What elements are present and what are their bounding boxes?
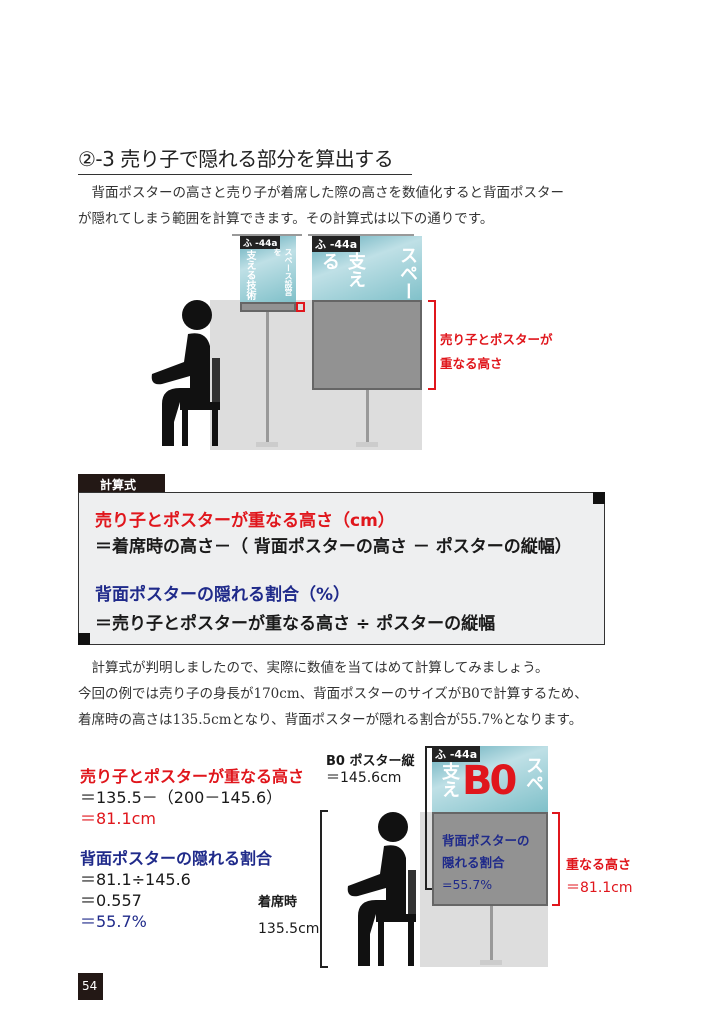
formula-line: 背面ポスターの隠れる割合（%） <box>95 585 351 605</box>
calc-title: 背面ポスターの隠れる割合 <box>80 849 273 868</box>
pole-base <box>480 960 502 965</box>
poster-text: 支え <box>439 762 460 798</box>
example-line: 計算式が判明しましたので、実際に数値を当てはめて計算してみましょう。 <box>78 660 549 676</box>
overlap-bracket <box>552 812 560 906</box>
label-line: =55.7% <box>442 877 493 892</box>
label-line: 背面ポスターの <box>442 833 530 848</box>
large-poster-overlap <box>312 300 422 390</box>
example-line: 着席時の高さは135.5cmとなり、背面ポスターが隠れる割合が55.7%となりま… <box>78 712 583 728</box>
small-poster-overlap <box>240 302 296 312</box>
formula-label: 計算式 <box>78 474 165 493</box>
poster-text: 支える技術 <box>244 250 255 300</box>
poster-pole <box>266 312 269 444</box>
seated-person-icon <box>347 812 416 966</box>
figure-example-diagram: B0 ポスター縦 ＝145.6cm ふ -44a 支え スペ B0 背面ポスター… <box>250 742 650 972</box>
overlap-label: 売り子とポスターが 重なる高さ <box>440 328 553 376</box>
label-line: ＝145.6cm <box>326 770 402 786</box>
formula-line: ＝着席時の高さ－（ 背面ポスターの高さ － ポスターの縦幅） <box>95 537 572 557</box>
figure-overlap-diagram: ふ -44a 支える技術 スペース設営を ふ -44a 支える スペー 売り子と… <box>140 232 580 454</box>
overlay-label: 背面ポスターの 隠れる割合 =55.7% <box>442 830 530 896</box>
pole-base <box>356 442 378 447</box>
poster-text: スペース設営を <box>273 248 293 296</box>
section-title: ②-3 売り子で隠れる部分を算出する <box>78 143 412 175</box>
page-number: 54 <box>78 973 103 1000</box>
intro-line: が隠れてしまう範囲を計算できます。その計算式は以下の通りです。 <box>78 211 494 227</box>
calc-result: ＝81.1cm <box>80 809 157 828</box>
label-line: 重なる高さ <box>440 356 503 371</box>
poster-rod <box>308 234 414 236</box>
intro-line: 背面ポスターの高さと売り子が着席した際の高さを数値化すると背面ポスター <box>78 185 564 201</box>
b0-label: B0 <box>462 758 517 804</box>
label-line: B0 ポスター縦 <box>326 754 415 769</box>
large-poster: ふ -44a 支える スペー <box>312 236 422 302</box>
intro-text: 背面ポスターの高さと売り子が着席した際の高さを数値化すると背面ポスター が隠れて… <box>78 180 638 232</box>
calculation: 売り子とポスターが重なる高さ ＝135.5－（200－145.6） ＝81.1c… <box>80 766 304 932</box>
poster-height-bracket <box>425 746 433 890</box>
poster-tag: ふ -44a <box>312 236 361 252</box>
seated-height-bracket <box>320 810 328 968</box>
overlap-label: 重なる高さ ＝81.1cm <box>566 855 633 899</box>
poster-tag: ふ -44a <box>240 236 281 249</box>
calc-expr: ＝81.1÷145.6 <box>80 870 191 889</box>
label-line: 着席時 <box>258 895 298 910</box>
corner-mark <box>593 492 605 504</box>
label-line: 重なる高さ <box>566 858 632 873</box>
poster-tag: ふ -44a <box>432 746 481 762</box>
poster-text: 支える <box>319 252 366 288</box>
poster-text: スペ <box>523 756 544 792</box>
poster-pole <box>366 390 369 444</box>
calc-expr: ＝0.557 <box>80 891 142 910</box>
small-overlap-highlight <box>296 302 305 312</box>
corner-mark <box>78 633 90 645</box>
formula-box: 売り子とポスターが重なる高さ（cm） ＝着席時の高さ－（ 背面ポスターの高さ －… <box>78 492 605 645</box>
label-line: 隠れる割合 <box>442 855 505 870</box>
poster-text: スペー <box>397 246 418 300</box>
calc-result: ＝55.7% <box>80 912 147 931</box>
calc-expr: ＝135.5－（200－145.6） <box>80 788 283 807</box>
example-text: 計算式が判明しましたので、実際に数値を当てはめて計算してみましょう。 今回の例で… <box>78 655 638 733</box>
formula-line: 売り子とポスターが重なる高さ（cm） <box>95 511 395 531</box>
seated-height-label: 着席時 135.5cm <box>258 890 319 942</box>
label-line: ＝81.1cm <box>566 880 633 896</box>
example-line: 今回の例では売り子の身長が170cm、背面ポスターのサイズがB0で計算するため、 <box>78 686 588 702</box>
overlap-bracket <box>428 300 436 390</box>
pole-base <box>256 442 278 447</box>
overlap-area: 背面ポスターの 隠れる割合 =55.7% <box>432 812 548 906</box>
label-line: 売り子とポスターが <box>440 332 553 347</box>
label-line: 135.5cm <box>258 921 320 937</box>
poster-rod <box>232 234 302 236</box>
b0-poster: ふ -44a 支え スペ B0 <box>432 746 548 812</box>
small-poster: ふ -44a 支える技術 スペース設営を <box>240 236 296 302</box>
poster-height-label: B0 ポスター縦 ＝145.6cm <box>326 754 414 786</box>
poster-pole <box>490 906 493 962</box>
seated-person-icon <box>151 300 220 446</box>
formula-line: ＝売り子とポスターが重なる高さ ÷ ポスターの縦幅 <box>95 614 496 634</box>
calc-title: 売り子とポスターが重なる高さ <box>80 767 305 786</box>
